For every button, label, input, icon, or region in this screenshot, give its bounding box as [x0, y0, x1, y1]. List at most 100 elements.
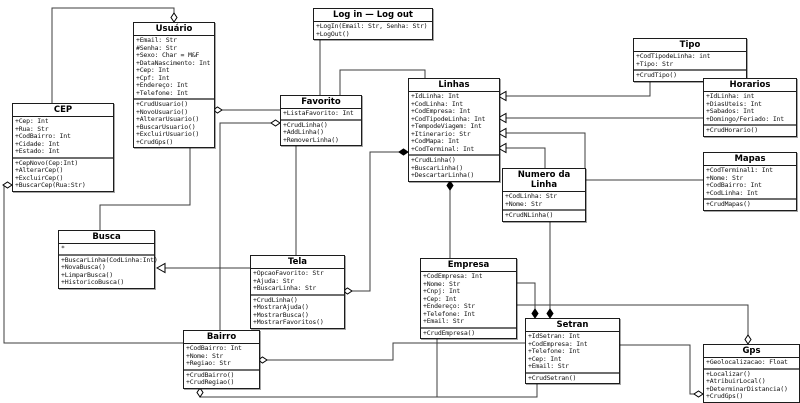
method-setran-0: +CrudSetran() [528, 373, 577, 382]
class-title-usuario: Usuário [134, 23, 214, 36]
edge-tela-linhas [343, 151, 408, 292]
attribute-linhas-1: +CodLinha: Int [411, 99, 463, 108]
method-usuario-3: +BuscarUsuario() [136, 122, 196, 131]
method-gps-2: +DeterminarDistancia() [706, 384, 788, 393]
method-gps-3: +CrudGps() [706, 392, 744, 400]
attribute-bairro-0: +CodBairro: Int [186, 344, 242, 352]
attribute-mapas-0: +CodTerminal1: Int [706, 166, 773, 174]
attribute-usuario-3: +DataNascimento: Int [136, 58, 211, 67]
attribute-usuario-0: +Email: Str [136, 36, 177, 44]
attribute-setran-1: +CodEmpresa: Int [528, 339, 588, 348]
class-box-login[interactable]: Log in — Log out+LogIn(Email: Str, Senha… [313, 8, 433, 40]
class-title-tela: Tela [251, 256, 344, 269]
attributes-compartment: +OpcaoFavorito: Str+Ajuda: Str+BuscarLin… [251, 269, 344, 296]
method-bairro-0: +CrudBairro() [186, 370, 235, 379]
edge-favorito-linhas [339, 69, 426, 97]
attribute-tipo-1: +Tipo: Str [636, 59, 674, 68]
class-box-empresa[interactable]: Empresa+CodEmpresa: Int+Nome: Str+Cnpj: … [420, 258, 517, 339]
attribute-numero-da-linha-1: +Nome: Str [505, 199, 543, 208]
method-gps-1: +AtribuirLocal() [706, 377, 766, 385]
class-title-favorito: Favorito [281, 96, 361, 109]
methods-compartment: +BuscarLinha(CodLinha:Int)+NovaBusca()+L… [59, 256, 158, 288]
edge-mapas-linhas-end-otri [496, 127, 507, 139]
class-box-bairro[interactable]: Bairro+CodBairro: Int+Nome: Str+Regiao: … [183, 330, 260, 389]
class-box-linhas[interactable]: Linhas+IdLinha: Int+CodLinha: Int+CodEmp… [408, 78, 500, 182]
attribute-cep-4: +Estado: Int [15, 147, 60, 155]
methods-compartment: +LogIn(Email: Str, Senha: Str)+LogOut() [314, 22, 432, 39]
attribute-linhas-6: +CodMapa: Int [411, 137, 460, 145]
edge-empresa-setran [515, 282, 536, 318]
class-box-favorito[interactable]: Favorito+ListaFavorito: Int +CrudLinha()+… [280, 95, 362, 146]
method-linhas-2: +DescartarLinha() [411, 171, 475, 179]
edge-mapas-linhas [498, 132, 703, 181]
class-box-tipo[interactable]: Tipo+CodTipodeLinha: int+Tipo: Str+CrudT… [633, 38, 747, 82]
edge-usuario-login-start-odiamond [212, 106, 223, 114]
attribute-linhas-4: +TempodeViagem: Int [411, 122, 482, 130]
methods-compartment: +CrudHorario() [704, 126, 796, 136]
method-cep-2: +ExcluirCep() [15, 173, 64, 182]
edge-numero-linhas-end-otri [496, 142, 507, 154]
attribute-empresa-5: +Telefone: Int [423, 309, 475, 318]
attribute-usuario-7: +Telefone: Int [136, 88, 188, 97]
attribute-favorito-0: +ListaFavorito: Int [283, 109, 354, 117]
class-box-numero-da-linha[interactable]: Numero da Linha+CodLinha: Str+Nome: Str+… [502, 168, 586, 222]
attributes-compartment: +CodTerminal1: Int+Nome: Str+CodBairro: … [704, 166, 796, 200]
methods-compartment: +CrudSetran() [526, 374, 619, 384]
class-box-mapas[interactable]: Mapas+CodTerminal1: Int+Nome: Str+CodBai… [703, 152, 797, 211]
methods-compartment: +CrudMapas() [704, 200, 796, 210]
method-mapas-0: +CrudMapas() [706, 200, 751, 208]
attribute-tipo-0: +CodTipodeLinha: int [636, 52, 711, 60]
attribute-linhas-2: +CodEmpresa: Int [411, 107, 471, 115]
method-busca-2: +LimparBusca() [61, 270, 113, 279]
attributes-compartment: +IdLinha: Int+CodLinha: Int+CodEmpresa: … [409, 92, 499, 156]
attributes-compartment: +CodEmpresa: Int+Nome: Str+Cnpj: Int+Cep… [421, 272, 516, 329]
attribute-empresa-0: +CodEmpresa: Int [423, 272, 483, 280]
edge-empresa-setran-end-fdiamond [531, 308, 539, 319]
edge-cep-usuario-end-odiamond [170, 12, 178, 23]
attribute-empresa-3: +Cep: Int [423, 294, 457, 303]
attribute-usuario-6: +Endereço: Int [136, 81, 188, 89]
methods-compartment: +CrudNLinha() [503, 211, 585, 221]
attributes-compartment: +ListaFavorito: Int [281, 109, 361, 121]
attribute-gps-0: +Geolocalizacao: Float [706, 358, 788, 366]
method-tela-3: +MostrarFavoritos() [253, 318, 324, 326]
attribute-empresa-4: +Endereço: Str [423, 302, 475, 310]
method-login-1: +LogOut() [316, 29, 350, 38]
class-box-busca[interactable]: Busca*+BuscarLinha(CodLinha:Int)+NovaBus… [58, 230, 158, 289]
method-favorito-1: +AddLinha() [283, 128, 324, 136]
methods-compartment: +CepNovo(Cep:Int)+AlterarCep()+ExcluirCe… [13, 159, 113, 191]
edge-numero-linhas [498, 147, 546, 172]
method-tela-1: +MostrarAjuda() [253, 303, 309, 311]
class-box-setran[interactable]: Setran+IdSetran: Int+CodEmpresa: Int+Tel… [525, 318, 620, 384]
attribute-linhas-0: +IdLinha: Int [411, 92, 460, 100]
attribute-empresa-2: +Cnpj: Int [423, 287, 461, 295]
attribute-mapas-3: +CodLinha: Int [706, 188, 758, 197]
method-cep-0: +CepNovo(Cep:Int) [15, 158, 79, 167]
attribute-mapas-1: +Nome: Str [706, 173, 744, 182]
attribute-bairro-2: +Regiao: Str [186, 359, 231, 367]
attribute-horarios-0: +IdLinha: int [706, 92, 755, 100]
attributes-compartment: +CodLinha: Str+Nome: Str [503, 192, 585, 211]
edge-setran-gps-end-odiamond [693, 390, 704, 398]
edge-cep-bairro-start-odiamond [2, 181, 13, 189]
class-box-usuario[interactable]: Usuário+Email: Str#Senha: Str+Sexo: Char… [133, 22, 215, 148]
class-box-cep[interactable]: CEP+Cep: Int+Rua: Str+CodBairro: Int+Cid… [12, 103, 114, 192]
edge-tela-linhas-start-odiamond [342, 287, 353, 295]
class-box-horarios[interactable]: Horarios+IdLinha: int+DiasUteis: Int+Sab… [703, 78, 797, 137]
edge-bairro-setran-b-start-odiamond [196, 387, 204, 398]
method-usuario-2: +AlterarUsuario() [136, 115, 200, 123]
attribute-horarios-1: +DiasUteis: Int [706, 99, 762, 108]
attribute-bairro-1: +Nome: Str [186, 351, 224, 360]
class-box-tela[interactable]: Tela+OpcaoFavorito: Str+Ajuda: Str+Busca… [250, 255, 345, 329]
attribute-tela-2: +BuscarLinha: Str [253, 284, 317, 292]
class-title-gps: Gps [704, 345, 799, 358]
method-login-0: +LogIn(Email: Str, Senha: Str) [316, 22, 428, 30]
methods-compartment: +CrudLinha()+AddLinha()+RemoverLinha() [281, 121, 361, 146]
method-bairro-1: +CrudRegiao() [186, 378, 235, 386]
class-title-busca: Busca [59, 231, 154, 244]
class-box-gps[interactable]: Gps+Geolocalizacao: Float+Localizar()+At… [703, 344, 800, 403]
method-favorito-0: +CrudLinha() [283, 120, 328, 129]
method-usuario-5: +CrudGps() [136, 137, 174, 146]
class-title-bairro: Bairro [184, 331, 259, 344]
